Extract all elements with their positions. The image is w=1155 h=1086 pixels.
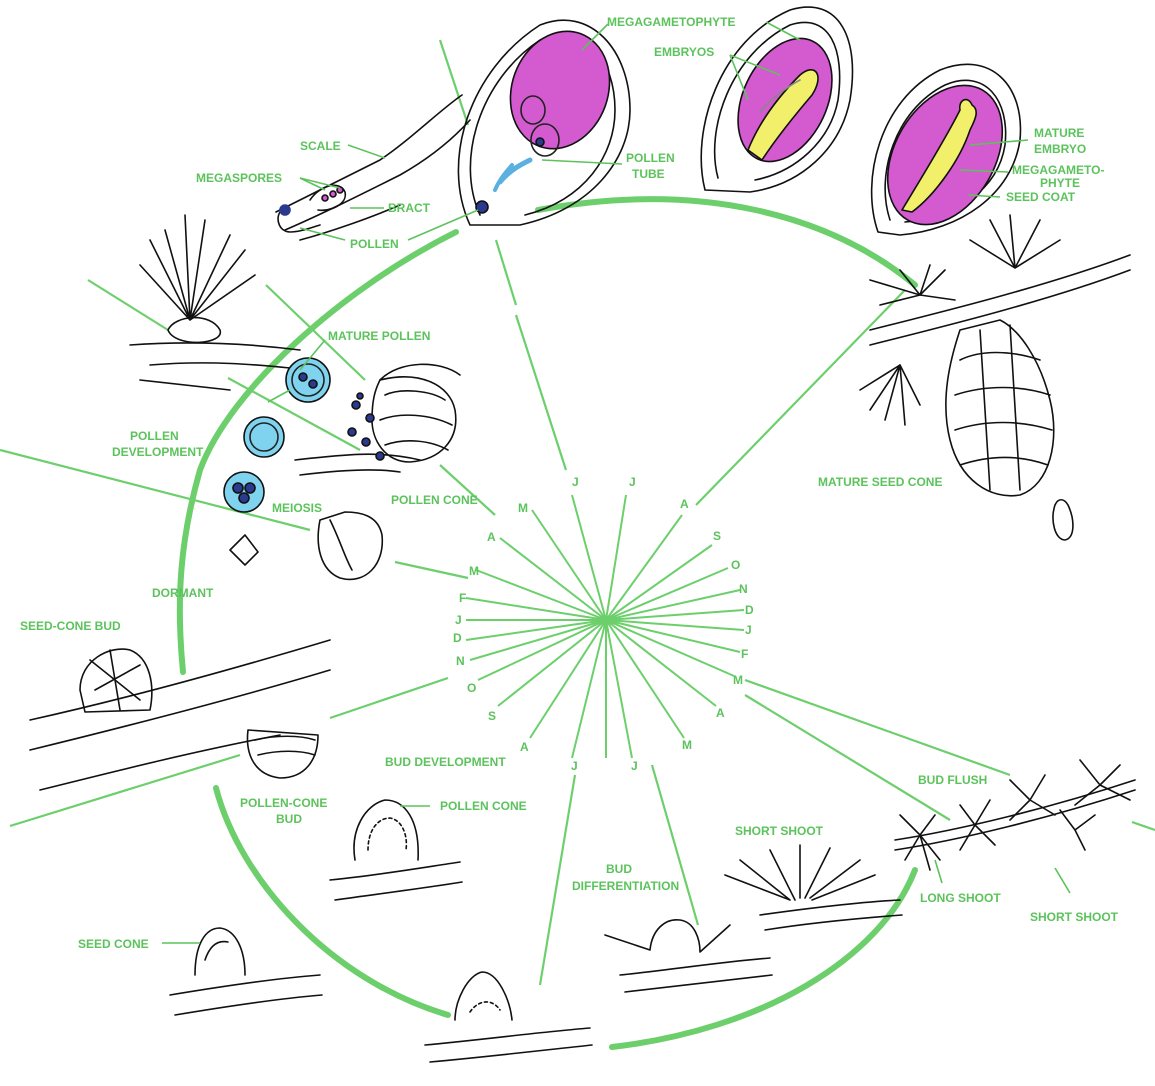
- label-mature-seed-cone: MATURE SEED CONE: [818, 475, 942, 489]
- life-cycle-arcs: [180, 199, 915, 1047]
- label-megaspores: MEGASPORES: [196, 171, 282, 185]
- short-shoot-drawing: [725, 845, 902, 930]
- label-pollen-tube-2: TUBE: [632, 167, 665, 181]
- label-pollen-cone-upper: POLLEN CONE: [391, 493, 478, 507]
- month-label: N: [739, 582, 748, 596]
- cone-bud-meiosis-drawing: [318, 512, 382, 579]
- month-label: A: [716, 706, 725, 720]
- label-bud-flush: BUD FLUSH: [918, 773, 987, 787]
- label-meiosis: MEIOSIS: [272, 501, 322, 515]
- month-label: A: [487, 530, 496, 544]
- label-short-shoot-right: SHORT SHOOT: [1030, 910, 1119, 924]
- month-label: A: [680, 497, 689, 511]
- label-seed-coat: SEED COAT: [1006, 190, 1076, 204]
- label-pollen-cone-bud-2: BUD: [276, 812, 302, 826]
- month-label: M: [733, 673, 743, 687]
- month-label: J: [629, 475, 636, 489]
- label-scale: SCALE: [300, 139, 341, 153]
- month-label: J: [571, 759, 578, 773]
- month-label: J: [572, 475, 579, 489]
- label-short-shoot-mid: SHORT SHOOT: [735, 824, 824, 838]
- month-label: J: [631, 759, 638, 773]
- ovule-embryos-drawing: [701, 7, 852, 192]
- label-pollen-cone-bud-1: POLLEN-CONE: [240, 796, 327, 810]
- ovule-pollen-tube-drawing: [458, 17, 630, 225]
- label-mature-embryo-1: MATURE: [1034, 126, 1084, 140]
- label-seed-cone-bud: SEED-CONE BUD: [20, 619, 121, 633]
- label-seed-cone: SEED CONE: [78, 937, 149, 951]
- label-pollen-tube-1: POLLEN: [626, 151, 675, 165]
- arc-upper-right: [538, 199, 915, 285]
- label-bud-development: BUD DEVELOPMENT: [385, 755, 506, 769]
- month-label: D: [745, 603, 754, 617]
- label-embryos: EMBRYOS: [654, 45, 714, 59]
- month-label: D: [453, 631, 462, 645]
- label-bract: BRACT: [388, 201, 431, 215]
- label-dormant: DORMANT: [152, 586, 214, 600]
- mature-seed-cone-drawing: [860, 215, 1130, 540]
- month-label: S: [713, 529, 721, 543]
- seed-cone-drawing: [170, 928, 322, 1015]
- label-bud-differentiation-2: DIFFERENTIATION: [572, 879, 679, 893]
- month-label: O: [467, 681, 476, 695]
- month-label: J: [455, 613, 462, 627]
- mature-seed-drawing: [864, 64, 1026, 245]
- month-label: M: [682, 738, 692, 752]
- label-long-shoot: LONG SHOOT: [920, 891, 1001, 905]
- month-label: J: [745, 623, 752, 637]
- label-pollen: POLLEN: [350, 237, 399, 251]
- label-megagameto-1: MEGAGAMETO-: [1012, 163, 1104, 177]
- label-mature-embryo-2: EMBRYO: [1034, 142, 1086, 156]
- label-megagameto-2: PHYTE: [1040, 176, 1080, 190]
- label-pollen-cone-lower: POLLEN CONE: [440, 799, 527, 813]
- month-label: S: [488, 709, 496, 723]
- month-label: O: [731, 558, 740, 572]
- month-starburst: [466, 495, 744, 758]
- pollen-cone-bud-drawing: [330, 800, 462, 900]
- month-label: F: [459, 591, 466, 605]
- label-bud-differentiation-1: BUD: [606, 862, 632, 876]
- label-megagametophyte: MEGAGAMETOPHYTE: [607, 15, 735, 29]
- bud-differentiation-drawing: [605, 920, 772, 992]
- month-label: A: [520, 740, 529, 754]
- month-label: N: [456, 654, 465, 668]
- month-label: F: [741, 647, 748, 661]
- label-pollen-development-2: DEVELOPMENT: [112, 445, 204, 459]
- month-label: M: [469, 564, 479, 578]
- ovule-scale-drawing: [276, 95, 470, 240]
- month-label: M: [518, 501, 528, 515]
- label-pollen-development-1: POLLEN: [130, 429, 179, 443]
- label-mature-pollen: MATURE POLLEN: [328, 329, 430, 343]
